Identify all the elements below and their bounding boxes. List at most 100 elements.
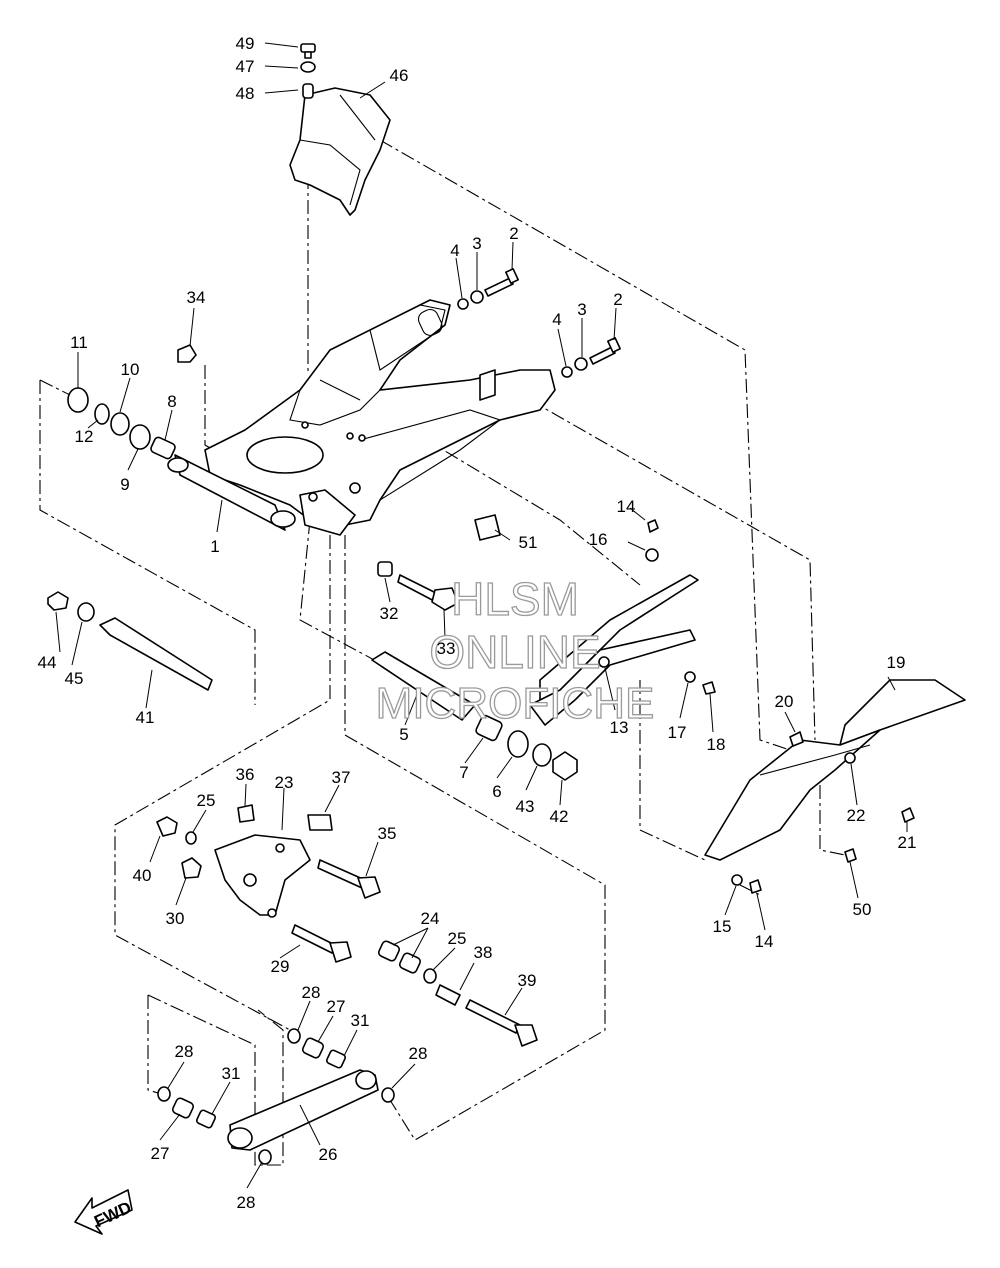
screw-21-icon (901, 807, 915, 823)
callout-27a: 27 (327, 997, 346, 1016)
bearing-27a-icon (301, 1037, 325, 1059)
callout-31b: 31 (222, 1064, 241, 1083)
swingarm-bolt-hole-3 (358, 434, 366, 442)
leader-42 (559, 779, 563, 806)
leader-31a (343, 1029, 358, 1057)
fender-hardware (300, 43, 316, 99)
collar-31b-icon (195, 1109, 217, 1129)
callout-25a: 25 (197, 791, 216, 810)
callout-22: 22 (847, 806, 866, 825)
bearing-8-icon (150, 436, 176, 460)
callout-43: 43 (516, 797, 535, 816)
collar-17-icon (684, 671, 696, 683)
washer-25a-icon (185, 831, 197, 845)
leader-6 (496, 756, 513, 779)
callout-1: 1 (210, 537, 219, 556)
collar-6-icon (507, 730, 529, 758)
leader-32 (384, 577, 391, 603)
adjuster-bolts (177, 268, 621, 378)
callout-19: 19 (887, 653, 906, 672)
ref-line-bracket-a (114, 535, 331, 1031)
shaft-5-icon (371, 651, 476, 721)
watermark: HLSM ONLINE MICROFICHE (375, 572, 655, 728)
leader-2a (511, 241, 514, 271)
callout-4b: 4 (552, 310, 561, 329)
leader-25a (192, 809, 207, 833)
connecting-rod (157, 1028, 395, 1165)
clip-20-icon (789, 731, 804, 747)
leader-49 (264, 42, 299, 48)
callout-51: 51 (519, 533, 538, 552)
leader-27a (317, 1015, 334, 1043)
chain-guard (704, 679, 966, 894)
nut-3a-icon (470, 290, 484, 304)
leader-20 (784, 711, 796, 733)
leader-28c (167, 1061, 185, 1089)
callout-41: 41 (136, 708, 155, 727)
pivot-bearings (67, 387, 176, 460)
fender-fold (299, 139, 361, 206)
leader-24b (411, 927, 429, 959)
leader-40 (149, 835, 161, 863)
leader-35 (365, 841, 379, 877)
callout-42: 42 (550, 807, 569, 826)
ref-line-link-a (147, 995, 166, 1096)
leader-4b (557, 328, 567, 367)
watermark-line1: HLSM (451, 573, 579, 625)
nut-40-icon (156, 816, 178, 837)
callout-11: 11 (70, 333, 88, 352)
relay-shaft (371, 561, 578, 781)
nut-30-icon (181, 857, 202, 879)
callout-18: 18 (707, 735, 726, 754)
leader-16 (627, 541, 646, 551)
callout-40: 40 (133, 866, 152, 885)
leader-12 (87, 419, 99, 429)
bolt-2b-head-icon (607, 337, 621, 353)
collar-16-icon (645, 548, 659, 562)
screw-18-icon (702, 681, 716, 695)
leader-36 (244, 783, 247, 807)
leader-25b (432, 947, 456, 971)
callout-36: 36 (236, 765, 255, 784)
collar-32-icon (377, 561, 393, 577)
callout-8: 8 (167, 392, 176, 411)
callout-28a: 28 (302, 983, 321, 1002)
collar-12-icon (94, 403, 110, 425)
washer-43-icon (532, 743, 552, 767)
swingarm-bracket-hole-2 (349, 482, 361, 494)
callout-15: 15 (713, 917, 732, 936)
guard-19-rib (759, 744, 871, 776)
swingarm-tube-end-left (167, 457, 189, 473)
callout-5: 5 (399, 725, 408, 744)
screw-14b-icon (749, 879, 762, 894)
rod-26-eye-b (355, 1070, 377, 1090)
leader-33 (443, 609, 446, 639)
chain-slider (529, 519, 716, 726)
collar-15-icon (731, 874, 743, 886)
leader-41 (145, 669, 153, 709)
leader-39 (504, 987, 523, 1016)
leader-28d (246, 1161, 263, 1189)
collar-48-icon (302, 83, 314, 99)
bolt-39-head-icon (514, 1024, 538, 1047)
ref-line-guard (529, 399, 816, 741)
leader-5 (404, 691, 419, 726)
ref-line-50 (819, 760, 846, 856)
leader-37 (324, 784, 340, 813)
leader-50 (849, 861, 859, 899)
callout-46: 46 (390, 66, 409, 85)
callout-30: 30 (166, 909, 185, 928)
callout-47: 47 (236, 57, 255, 76)
bracket-hole-3 (267, 908, 277, 918)
leader-15 (724, 885, 737, 916)
leader-46 (359, 81, 386, 99)
bolt-35-icon (317, 859, 366, 889)
leader-45 (71, 621, 83, 666)
leader-28a (297, 1000, 311, 1031)
ref-line-fender (379, 139, 791, 751)
callout-27b: 27 (151, 1144, 170, 1163)
bolt-33-head-icon (431, 587, 459, 611)
callout-21: 21 (898, 833, 917, 852)
rod-26-eye-a (227, 1127, 253, 1149)
screw-50-icon (844, 848, 857, 863)
